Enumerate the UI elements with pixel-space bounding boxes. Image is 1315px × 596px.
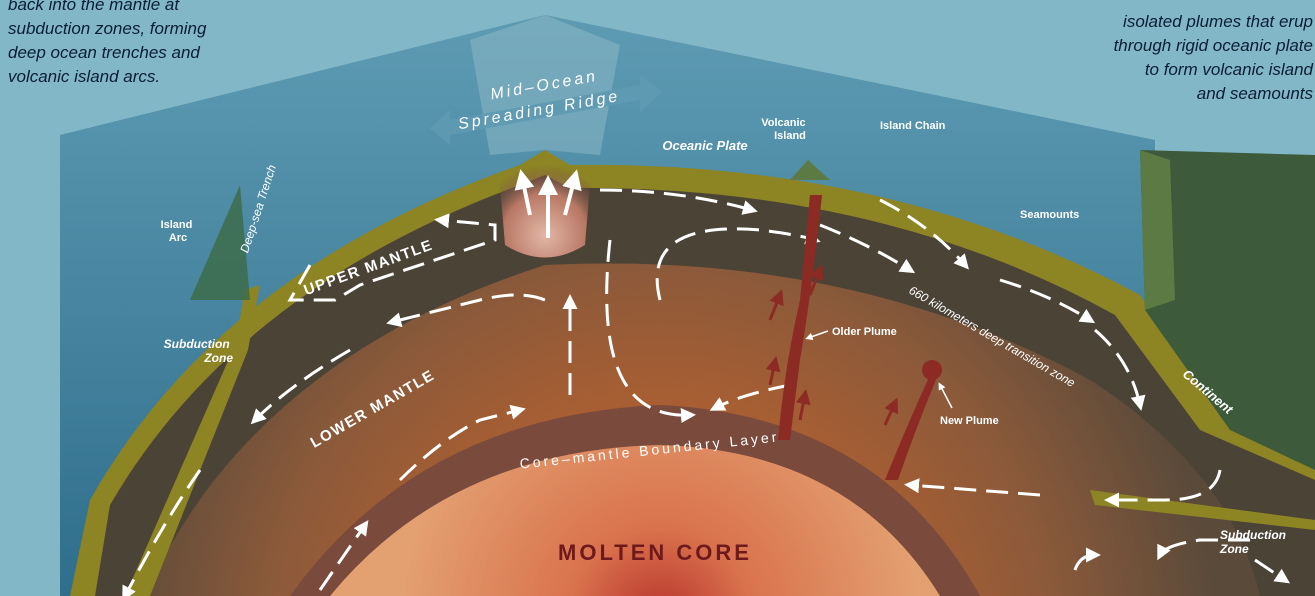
- caption-right: isolated plumes that erup through rigid …: [1114, 10, 1313, 106]
- caption-right-line: through rigid oceanic plate: [1114, 34, 1313, 58]
- caption-right-line: isolated plumes that erup: [1114, 10, 1313, 34]
- new-plume-label: New Plume: [940, 415, 999, 427]
- caption-left-line: deep ocean trenches and: [8, 41, 206, 65]
- caption-left: back into the mantle at subduction zones…: [8, 0, 206, 89]
- caption-left-line: volcanic island arcs.: [8, 65, 206, 89]
- ridge-upwelling: [500, 163, 590, 258]
- island-chain-label: Island Chain: [880, 120, 946, 132]
- older-plume-label: Older Plume: [832, 326, 897, 338]
- new-plume-head: [922, 360, 942, 380]
- caption-right-line: to form volcanic island: [1114, 58, 1313, 82]
- continent-slope: [1140, 150, 1175, 310]
- caption-left-line: subduction zones, forming: [8, 17, 206, 41]
- seamounts-label: Seamounts: [1020, 209, 1079, 221]
- caption-left-line: back into the mantle at: [8, 0, 206, 17]
- molten-core-label: MOLTEN CORE: [558, 540, 752, 565]
- oceanic-plate-label: Oceanic Plate: [662, 138, 747, 153]
- caption-right-line: and seamounts: [1114, 82, 1313, 106]
